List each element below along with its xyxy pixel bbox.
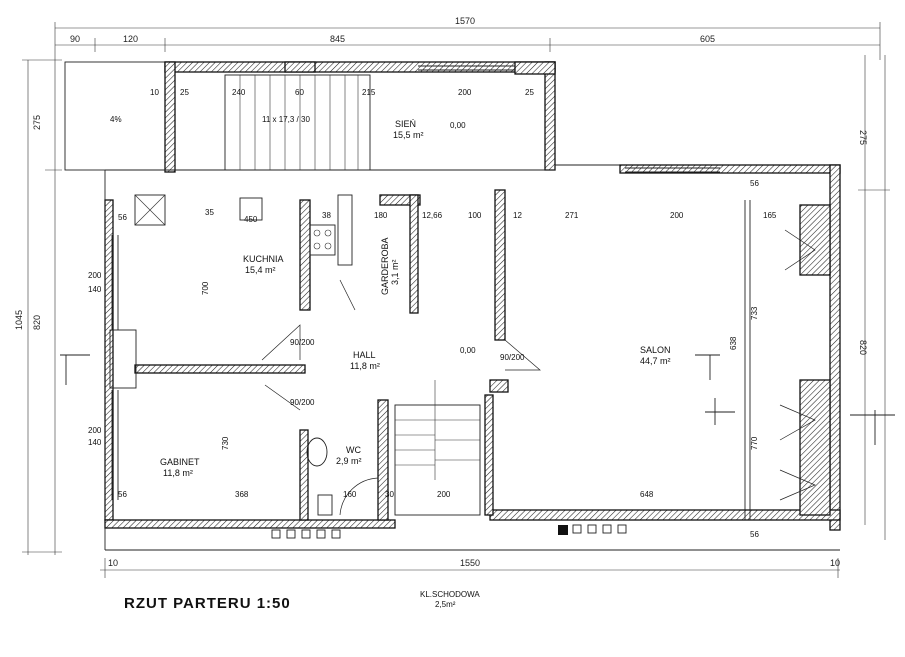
dim-730: 730 (221, 436, 230, 450)
room-salon-name: SALON (640, 345, 671, 355)
level-hall: 0,00 (460, 346, 476, 355)
dim-368: 368 (235, 490, 249, 499)
meter-boxes (271, 524, 627, 539)
dim-top-845: 845 (330, 34, 345, 44)
dim-180: 180 (374, 211, 388, 220)
dim-56a: 56 (118, 213, 127, 222)
interior-dimensions: 4% 0,00 0,00 240 60 215 200 25 25 10 56 … (88, 88, 777, 539)
section-markers (60, 354, 895, 445)
dim-56d: 56 (750, 530, 759, 539)
dim-160: 160 (343, 490, 357, 499)
dim-733: 733 (750, 306, 759, 320)
slope-label: 4% (110, 115, 122, 124)
dim-200-mid: 200 (670, 211, 684, 220)
room-garderoba-area: 3,1 m² (390, 259, 400, 285)
dim-56b: 56 (118, 490, 127, 499)
dim-left-275: 275 (32, 115, 42, 130)
dim-90-200a: 90/200 (290, 338, 315, 347)
room-hall-area: 11,8 m² (350, 361, 380, 371)
dim-bottom-10-right: 10 (830, 558, 840, 568)
dimension-lines (22, 22, 890, 578)
windows (109, 65, 751, 520)
dim-90-200b: 90/200 (290, 398, 315, 407)
drawing-title: RZUT PARTERU 1:50 (124, 595, 291, 612)
dim-12: 12 (513, 211, 522, 220)
dim-left-820: 820 (32, 315, 42, 330)
dim-10: 10 (150, 88, 159, 97)
dim-35: 35 (205, 208, 214, 217)
dim-215: 215 (362, 88, 376, 97)
dim-12-66: 12,66 (422, 211, 443, 220)
dim-right-820: 820 (858, 340, 868, 355)
room-sien-name: SIEŃ (395, 119, 416, 129)
stair-label-area: 2,5m² (435, 600, 456, 609)
dim-200-bot: 200 (437, 490, 451, 499)
room-wc-name: WC (346, 445, 361, 455)
dim-638: 638 (729, 336, 738, 350)
kitchen-fixtures: 450 (134, 194, 353, 266)
dim-30: 30 (385, 490, 394, 499)
wc-fixtures (306, 437, 379, 516)
dim-56c: 56 (750, 179, 759, 188)
dim-bottom-total: 1550 (460, 558, 480, 568)
dim-bottom-10-left: 10 (108, 558, 118, 568)
dim-right-275: 275 (858, 130, 868, 145)
room-kuchnia-name: KUCHNIA (243, 254, 284, 264)
dim-top-605: 605 (700, 34, 715, 44)
dim-271: 271 (565, 211, 579, 220)
dim-38: 38 (322, 211, 331, 220)
room-hall-name: HALL (353, 350, 376, 360)
dim-left-total: 1045 (14, 310, 24, 330)
dim-25b: 25 (525, 88, 534, 97)
dim-165: 165 (763, 211, 777, 220)
dim-770: 770 (750, 436, 759, 450)
dim-700: 700 (201, 281, 210, 295)
top-dimension-labels: 1570 90 120 845 605 1550 10 10 1045 275 … (14, 16, 868, 568)
dim-25a: 25 (180, 88, 189, 97)
room-gabinet-name: GABINET (160, 457, 200, 467)
entrance-stair: 11 x 17,3 / 30 (224, 74, 371, 171)
dim-140-left: 140 (88, 285, 102, 294)
room-salon-area: 44,7 m² (640, 356, 671, 366)
room-kuchnia-area: 15,4 m² (245, 265, 276, 275)
dim-240: 240 (232, 88, 246, 97)
dim-140-left2: 140 (88, 438, 102, 447)
dim-200-top: 200 (458, 88, 472, 97)
room-labels: SIEŃ 15,5 m² KUCHNIA 15,4 m² GARDEROBA 3… (160, 119, 671, 478)
dim-450: 450 (244, 215, 258, 224)
dim-top-total: 1570 (455, 16, 475, 26)
dim-200-left: 200 (88, 271, 102, 280)
room-wc-area: 2,9 m² (336, 456, 362, 466)
stair-label-name: KL.SCHODOWA (420, 590, 480, 599)
room-gabinet-area: 11,8 m² (163, 468, 193, 478)
dim-90-200c: 90/200 (500, 353, 525, 362)
dim-200-left2: 200 (88, 426, 102, 435)
stair-spec: 11 x 17,3 / 30 (262, 115, 310, 124)
inner-stair (394, 380, 481, 516)
doors (261, 229, 816, 501)
dim-648: 648 (640, 490, 654, 499)
room-garderoba-name: GARDEROBA (380, 237, 390, 295)
dim-60: 60 (295, 88, 304, 97)
dim-100: 100 (468, 211, 482, 220)
dim-top-90: 90 (70, 34, 80, 44)
walls (64, 61, 841, 551)
room-sien-area: 15,5 m² (393, 130, 424, 140)
level-entrance: 0,00 (450, 121, 466, 130)
dim-top-120: 120 (123, 34, 138, 44)
